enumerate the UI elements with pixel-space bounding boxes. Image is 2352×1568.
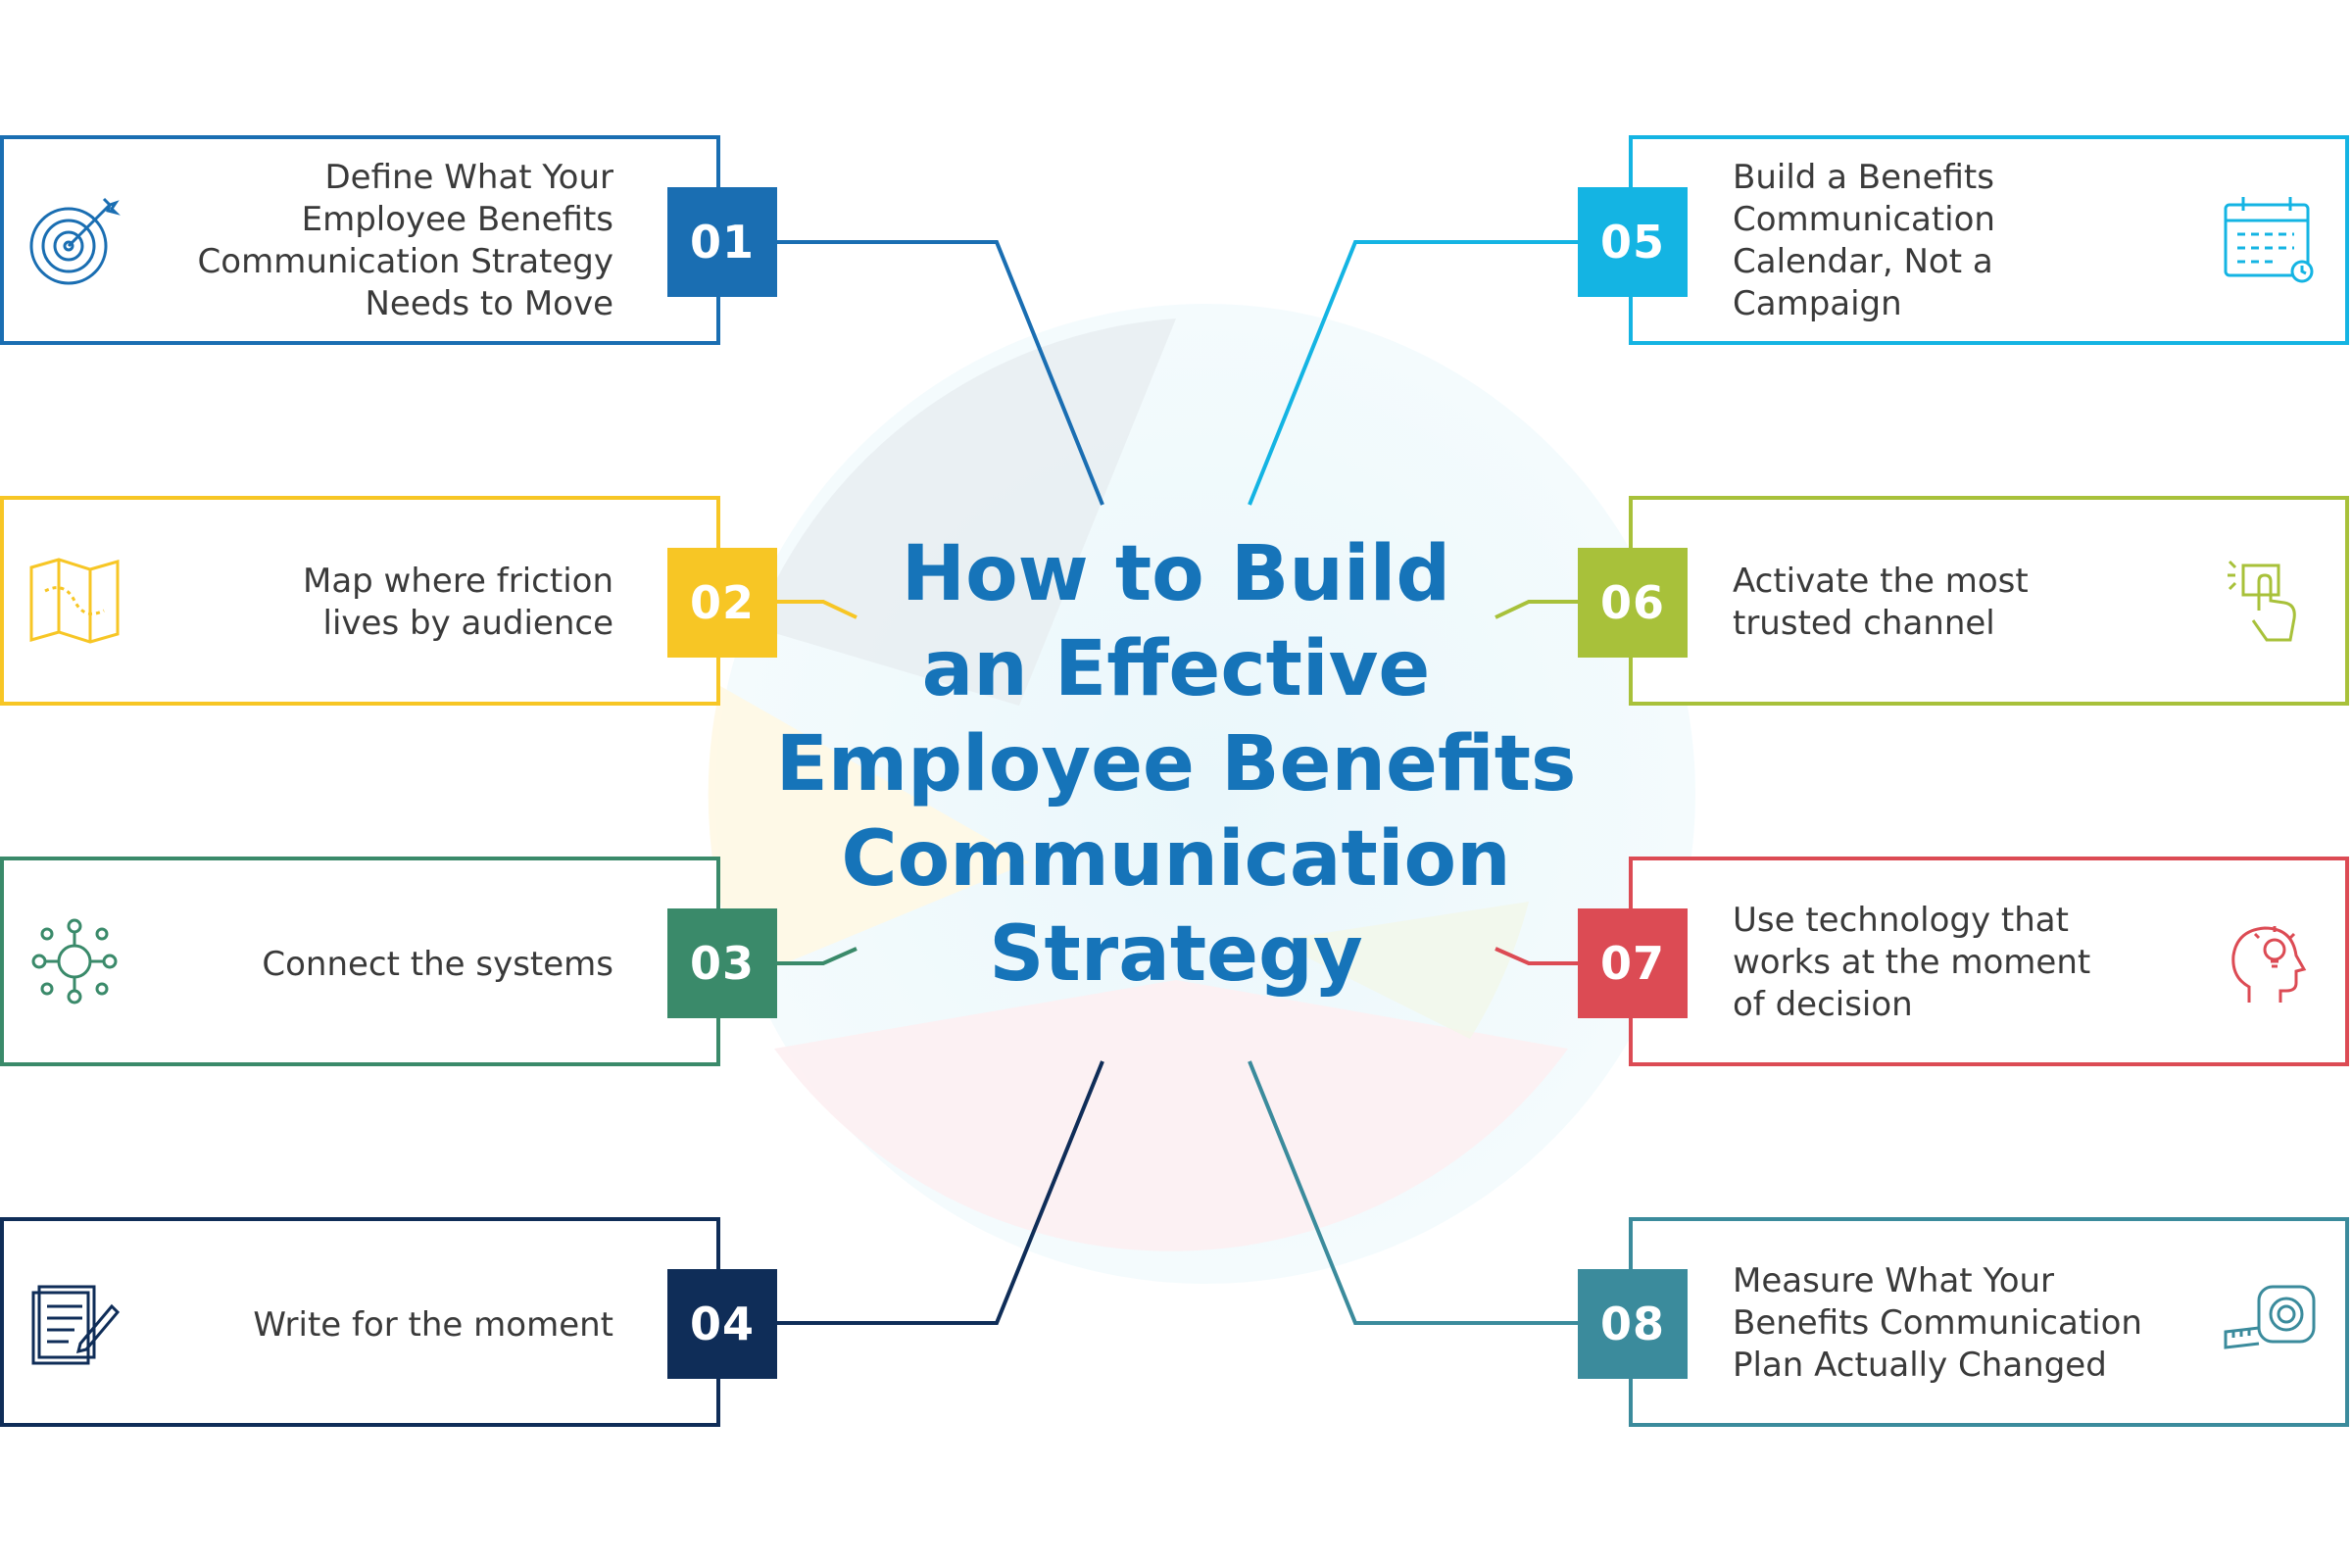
connector-08: [1248, 1060, 1578, 1325]
title-line-4: Communication: [841, 815, 1511, 904]
head-lightbulb-icon: [2231, 926, 2307, 1003]
step-text-03: Connect the systems: [262, 945, 613, 984]
map-icon: [29, 558, 120, 644]
connector-03: [774, 947, 858, 965]
step-badge-04: 04: [667, 1269, 777, 1379]
step-card-03: Connect the systems 03: [0, 857, 777, 1066]
target-icon: [29, 197, 121, 285]
touch-icon: [2228, 560, 2296, 642]
bg-segment-yellow: [708, 686, 1029, 980]
document-pen-icon: [31, 1285, 121, 1365]
step-badge-01: 01: [667, 187, 777, 297]
connector-01: [774, 240, 1104, 506]
title-line-3: Employee Benefits: [775, 720, 1577, 808]
network-icon: [31, 918, 118, 1004]
step-badge-03: 03: [667, 908, 777, 1018]
step-card-04: Write for the moment 04: [0, 1217, 777, 1427]
step-badge-05: 05: [1578, 187, 1688, 297]
step-badge-08: 08: [1578, 1269, 1688, 1379]
connector-04: [774, 1060, 1104, 1325]
connector-02: [774, 600, 858, 619]
bg-segment-green: [1274, 902, 1529, 1039]
connector-06: [1494, 600, 1578, 619]
step-badge-07: 07: [1578, 908, 1688, 1018]
title-line-2: an Effective: [921, 625, 1431, 713]
step-badge-02: 02: [667, 548, 777, 658]
calendar-icon: [2224, 197, 2314, 283]
bg-segment-pink: [774, 980, 1568, 1251]
step-text-04: Write for the moment: [253, 1305, 613, 1345]
bg-segment-gray: [755, 318, 1176, 706]
title-line-5: Strategy: [989, 910, 1363, 999]
main-title: How to Build an Effective Employee Benef…: [745, 527, 1607, 1003]
connector-05: [1248, 240, 1578, 506]
step-badge-06: 06: [1578, 548, 1688, 658]
measuring-tape-icon: [2224, 1285, 2316, 1349]
title-line-1: How to Build: [901, 530, 1451, 618]
connector-07: [1494, 947, 1578, 965]
